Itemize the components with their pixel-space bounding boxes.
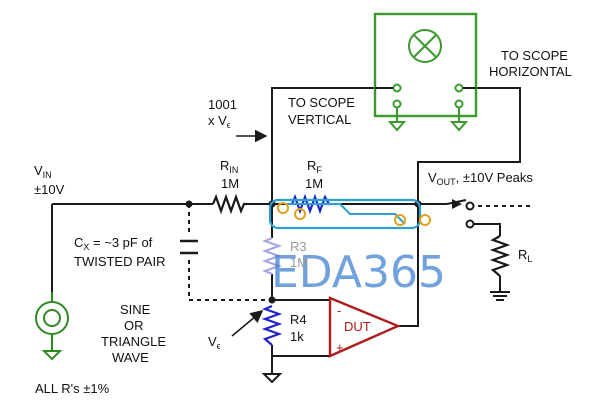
rf-value: 1M: [305, 176, 323, 191]
junction-cx: [185, 200, 193, 208]
wire-plus-input: [272, 343, 331, 357]
sine-label-3: TRIANGLE: [101, 334, 166, 349]
junction-dots: [185, 200, 422, 304]
ve-label: Vϵ: [208, 334, 221, 351]
scope-box: [373, 12, 478, 132]
scope-horizontal-1: TO SCOPE: [501, 48, 568, 63]
vin-label: VIN: [34, 163, 52, 180]
r3-value: 1M: [290, 255, 308, 270]
rf-label: RF: [307, 158, 322, 175]
ground-r4: [261, 373, 283, 384]
resistor-r3: [261, 236, 283, 276]
resistor-rin: [211, 193, 247, 215]
all-r-tolerance: ALL R's ±1%: [35, 381, 110, 396]
wire-cx-bottom: [188, 260, 272, 301]
wires: [51, 87, 521, 374]
cx-twisted-pair: TWISTED PAIR: [74, 254, 165, 269]
gain-label-1: 1001: [208, 97, 237, 112]
r4-label: R4: [290, 312, 307, 327]
wire-scope-vertical: [271, 87, 375, 204]
scope-crosshair-icon: [408, 29, 442, 63]
rin-value: 1M: [221, 176, 239, 191]
vin-range: ±10V: [34, 182, 65, 197]
scope-vertical-1: TO SCOPE: [288, 95, 355, 110]
resistor-r4: [261, 304, 283, 346]
r4-wiper-arrow: [231, 309, 264, 337]
wire-minus-input: [272, 299, 331, 310]
watermark-overlay: EDA365: [268, 198, 446, 298]
dut-plus: +: [336, 340, 344, 355]
dut-label: DUT: [344, 319, 371, 334]
r3-label: R3: [290, 239, 307, 254]
cx-label: CX = ~3 pF of: [74, 235, 153, 252]
scope-vertical-2: VERTICAL: [288, 112, 351, 127]
signal-source: [35, 292, 69, 361]
sine-label-4: WAVE: [112, 350, 149, 365]
vout-label: VOUT, ±10V Peaks: [428, 170, 533, 187]
wire-scope-horizontal: [417, 87, 521, 204]
stray-capacitance-wires: [188, 204, 530, 301]
sine-label-2: OR: [124, 318, 144, 333]
cx-capacitor: [180, 239, 198, 255]
watermark-text: EDA365: [271, 247, 446, 298]
sine-label-1: SINE: [120, 302, 151, 317]
wire-output-to-dut: [398, 204, 419, 327]
labels: VIN ±10V CX = ~3 pF of TWISTED PAIR SINE…: [34, 48, 572, 396]
ground-rl: [490, 291, 510, 301]
resistor-rl: [489, 235, 511, 277]
dut-opamp: [328, 296, 402, 358]
wire-rl-top: [470, 223, 501, 236]
r4-value: 1k: [290, 329, 304, 344]
junction-r3-r4: [268, 296, 276, 304]
gain-label-2: x Vϵ: [208, 113, 231, 130]
dut-minus: -: [337, 303, 341, 318]
rl-label: RL: [518, 247, 532, 264]
rin-label: RIN: [220, 158, 238, 175]
output-switch: [446, 199, 475, 229]
scope-horizontal-2: HORIZONTAL: [489, 64, 572, 79]
